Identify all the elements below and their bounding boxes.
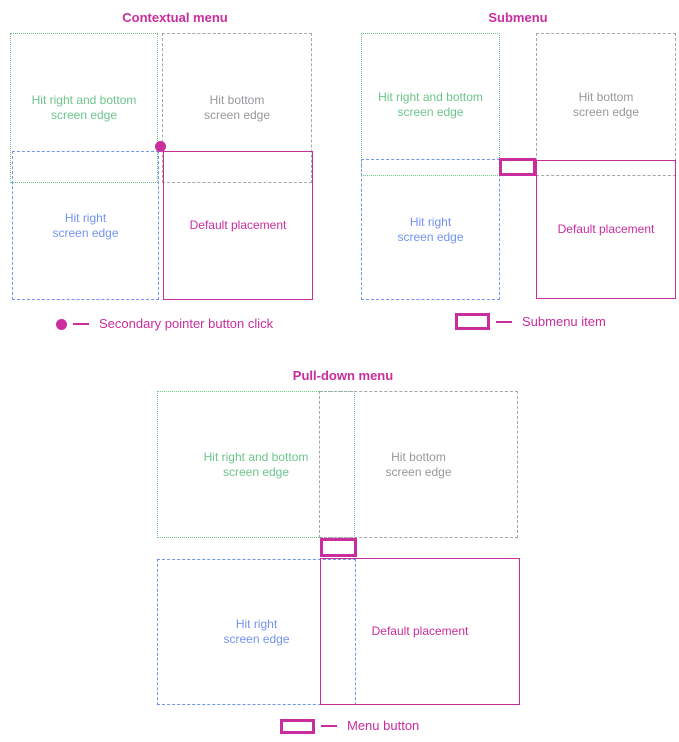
hit-right-box: Hit right screen edge <box>157 559 356 705</box>
box-label: Default placement <box>189 218 287 232</box>
box-label: Hit bottom screen edge <box>203 93 271 122</box>
hit-right-and-bottom-box: Hit right and bottom screen edge <box>361 33 500 176</box>
box-label: Hit bottom screen edge <box>572 89 640 119</box>
menu-button-marker <box>320 538 357 557</box>
legend-menu-button-rect-icon <box>280 718 315 734</box>
box-label: Hit bottom screen edge <box>385 449 452 479</box>
diagram-title: Submenu <box>488 10 548 25</box>
legend-label: Secondary pointer button click <box>99 316 274 331</box>
box-label: Hit right screen edge <box>52 210 119 240</box>
legend-secondary-click-dot-icon <box>56 318 67 330</box>
box-label: Default placement <box>557 222 655 236</box>
hit-bottom-box: Hit bottom screen edge <box>162 33 312 183</box>
submenu-legend: Submenu item <box>455 313 606 330</box>
diagram-title: Contextual menu <box>122 10 228 25</box>
submenu-item-marker <box>499 158 536 176</box>
box-label: Hit right screen edge <box>223 617 290 646</box>
legend-label: Menu button <box>347 718 420 733</box>
box-label: Hit right and bottom screen edge <box>31 93 137 122</box>
legend-label: Submenu item <box>522 313 606 329</box>
legend-dash <box>73 323 89 325</box>
hit-right-box: Hit right screen edge <box>361 159 500 300</box>
legend-dash <box>321 725 337 727</box>
box-label: Default placement <box>371 624 469 638</box>
hit-right-box: Hit right screen edge <box>12 151 159 300</box>
hit-bottom-box: Hit bottom screen edge <box>536 33 676 176</box>
hit-right-and-bottom-box: Hit right and bottom screen edge <box>157 391 355 538</box>
hit-bottom-box: Hit bottom screen edge <box>319 391 518 538</box>
default-placement-box: Default placement <box>163 151 313 300</box>
box-label: Hit right screen edge <box>397 214 464 244</box>
diagram-title: Pull-down menu <box>292 368 394 383</box>
default-placement-box: Default placement <box>536 160 676 299</box>
legend-submenu-item-rect-icon <box>455 313 490 330</box>
box-label: Hit right and bottom screen edge <box>203 449 309 479</box>
contextual-legend: Secondary pointer button click <box>56 316 273 332</box>
pulldown-legend: Menu button <box>280 718 419 734</box>
box-label: Hit right and bottom screen edge <box>378 89 483 119</box>
default-placement-box: Default placement <box>320 558 520 705</box>
secondary-click-dot <box>155 141 166 152</box>
legend-dash <box>496 320 512 323</box>
hit-right-and-bottom-box: Hit right and bottom screen edge <box>10 33 158 183</box>
